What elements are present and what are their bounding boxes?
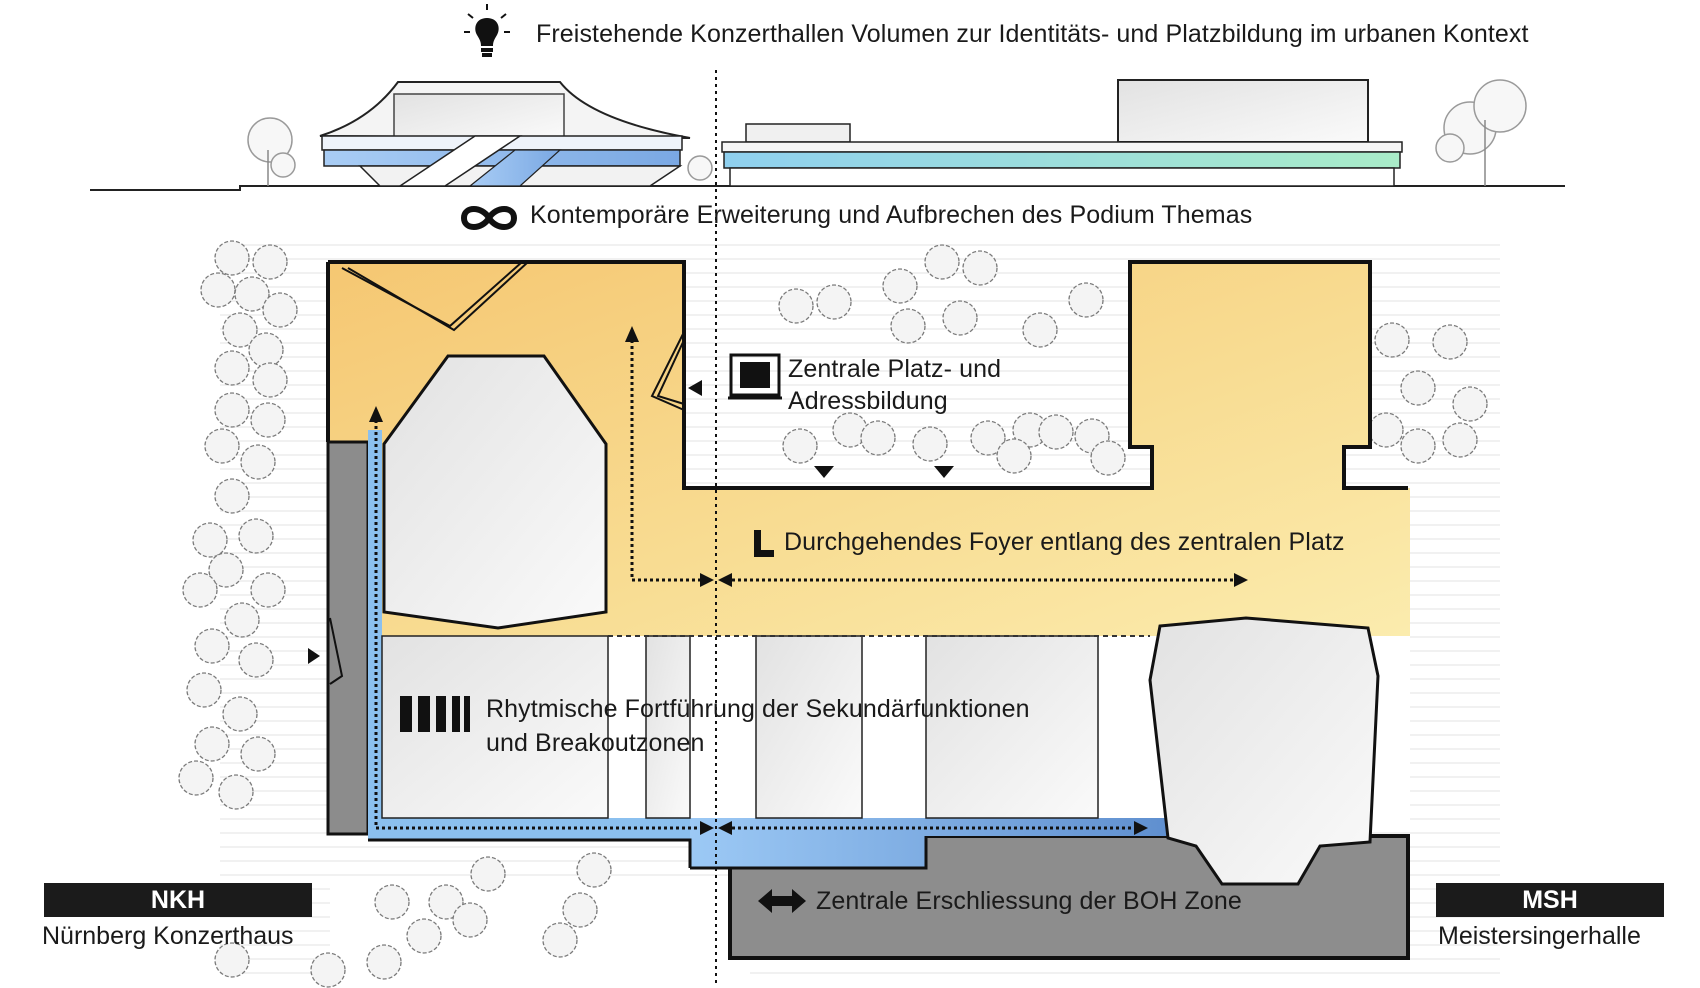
tree-symbol <box>186 672 222 708</box>
annotation-platz-2: Adressbildung <box>788 387 948 415</box>
lightbulb-icon <box>464 4 510 57</box>
tree-symbol <box>200 272 236 308</box>
nkh-name: Nürnberg Konzerthaus <box>42 922 294 950</box>
tree-symbol <box>238 642 274 678</box>
tree-symbol <box>1368 412 1404 448</box>
annotation-rhythm-1: Rhytmische Fortführung der Sekundärfunkt… <box>486 695 1030 723</box>
tree-symbol <box>542 922 578 958</box>
flow-arrowheads <box>308 326 1248 835</box>
infinity-icon <box>460 206 518 230</box>
tree-symbol <box>562 892 598 928</box>
tree-symbol <box>374 884 410 920</box>
tree-symbol <box>250 402 286 438</box>
nkh-tag: NKH <box>44 883 312 917</box>
annotation-boh: Zentrale Erschliessung der BOH Zone <box>816 887 1242 915</box>
tree-symbol <box>214 942 250 978</box>
nkh-hall <box>382 354 608 630</box>
tree-symbol <box>406 918 442 954</box>
tree-symbol <box>452 902 488 938</box>
elevation-right-building <box>721 79 1403 187</box>
heading-section: Kontemporäre Erweiterung und Aufbrechen … <box>530 201 1253 229</box>
tree-symbol <box>924 244 960 280</box>
flow-arrows <box>374 340 1240 830</box>
msh-name: Meistersingerhalle <box>1438 922 1641 950</box>
tree-symbol <box>996 438 1032 474</box>
l-shape-icon <box>754 530 774 557</box>
tree-symbol <box>366 944 402 980</box>
tree-symbol <box>576 852 612 888</box>
tree-symbol <box>252 244 288 280</box>
tree-symbol <box>240 444 276 480</box>
entrance-ramps <box>329 261 685 685</box>
tree-symbol <box>882 268 918 304</box>
tree-symbol <box>192 522 228 558</box>
tree-symbol <box>238 518 274 554</box>
tree-symbol <box>240 736 276 772</box>
tree-symbol <box>912 426 948 462</box>
annotation-platz-1: Zentrale Platz- und <box>788 355 1002 383</box>
tree-symbol <box>178 760 214 796</box>
tree-symbol <box>262 292 298 328</box>
tree-symbol <box>204 428 240 464</box>
tree-symbol <box>890 308 926 344</box>
secondary-rooms <box>381 635 1099 819</box>
msh-tag: MSH <box>1436 883 1664 917</box>
tree-symbol <box>470 856 506 892</box>
tree-symbol <box>224 602 260 638</box>
tree-symbol <box>1400 370 1436 406</box>
tree-symbol <box>1374 322 1410 358</box>
tree-symbol <box>782 428 818 464</box>
tree-symbol <box>1022 312 1058 348</box>
tree-symbol <box>250 572 286 608</box>
site-trees <box>178 240 1488 988</box>
double-arrow-icon <box>758 889 806 913</box>
tree-symbol <box>778 288 814 324</box>
tree-symbol <box>234 276 270 312</box>
tree-symbol <box>214 478 250 514</box>
elevation-section <box>90 79 1565 191</box>
tree-symbol <box>222 312 258 348</box>
tree-symbol <box>428 884 464 920</box>
tree-symbol <box>1432 324 1468 360</box>
tree-symbol <box>194 628 230 664</box>
tree-symbol <box>248 332 284 368</box>
tree-symbol <box>1068 282 1104 318</box>
tree-symbol <box>310 952 346 988</box>
tree-symbol <box>860 420 896 456</box>
tree-symbol <box>1090 440 1126 476</box>
tree-symbol <box>962 250 998 286</box>
bars-icon <box>400 696 470 732</box>
tree-symbol <box>182 572 218 608</box>
tree-symbol <box>1400 428 1436 464</box>
tree-symbol <box>252 362 288 398</box>
elevation-left-building <box>319 81 691 187</box>
tree-symbol <box>816 284 852 320</box>
tree-symbol <box>208 552 244 588</box>
tree-symbol <box>942 300 978 336</box>
annotation-rhythm-2: und Breakoutzonen <box>486 729 705 757</box>
tree-symbol <box>970 420 1006 456</box>
tree-symbol <box>214 392 250 428</box>
tree-symbol <box>222 696 258 732</box>
tree-symbol <box>218 774 254 810</box>
tree-symbol <box>1038 414 1074 450</box>
square-frame-icon <box>728 353 782 400</box>
tree-symbol <box>214 350 250 386</box>
annotation-foyer: Durchgehendes Foyer entlang des zentrale… <box>784 528 1345 556</box>
elevation-trees <box>247 79 1527 186</box>
msh-hall <box>1148 616 1380 886</box>
heading-top: Freistehende Konzerthallen Volumen zur I… <box>536 20 1529 48</box>
tree-symbol <box>214 240 250 276</box>
tree-symbol <box>1452 386 1488 422</box>
tree-symbol <box>1442 422 1478 458</box>
tree-symbol <box>194 726 230 762</box>
